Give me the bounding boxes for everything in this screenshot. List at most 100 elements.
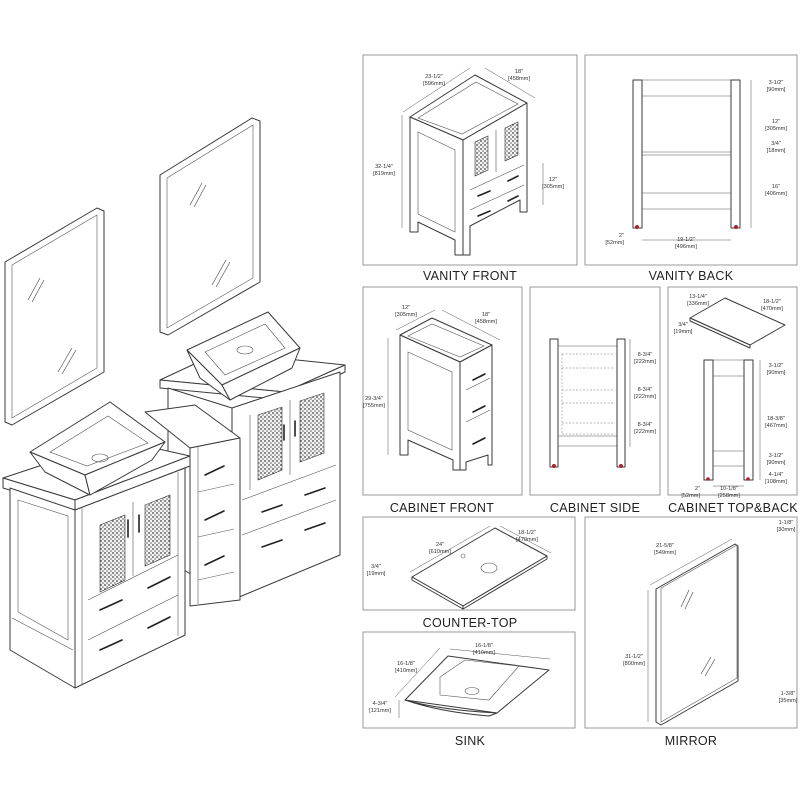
dimension-millimeters: [222mm] [634,359,656,365]
dimension-inches: 1-1/8" [779,520,794,526]
dimension-inches: 31-1/2" [625,654,643,660]
caption-mirror: MIRROR [665,734,718,748]
dimension-inches: 10-1/8" [720,486,738,492]
dimension-label: 10-1/8"[258mm] [718,486,740,499]
dimension-label: 18"[458mm] [475,312,497,325]
dimension-millimeters: [336mm] [687,301,709,307]
dimension-inches: 8-3/4" [638,352,653,358]
dimension-label: 18"[458mm] [508,69,530,82]
dimension-inches: 8-3/4" [638,387,653,393]
dimension-label: 12"[305mm] [542,177,564,190]
dimension-label: 31-1/2"[800mm] [623,654,645,667]
dimension-label: 32-1/4"[819mm] [373,164,395,177]
dimension-millimeters: [596mm] [423,81,445,87]
dimension-inches: 3-1/2" [769,80,784,86]
panel-cabinet-front [362,286,523,496]
dimension-millimeters: [52mm] [681,493,700,499]
panel-mirror [584,516,798,729]
dimension-label: 2"[52mm] [681,486,700,499]
dimension-millimeters: [18mm] [767,148,786,154]
dimension-inches: 18-1/2" [763,299,781,305]
left-vanity [2,401,191,689]
dimension-millimeters: [90mm] [767,370,786,376]
dimension-millimeters: [406mm] [765,191,787,197]
dimension-inches: 8-3/4" [638,422,653,428]
dimension-label: 23-1/2"[596mm] [423,74,445,87]
dimension-label: 13-1/4"[336mm] [687,294,709,307]
right-mirror [159,117,261,336]
dimension-label: 3-1/2"[90mm] [767,80,786,93]
dimension-label: 21-5/8"[549mm] [654,543,676,556]
panel-cabinet-side [529,286,661,496]
dimension-millimeters: [467mm] [765,423,787,429]
caption-cabinet-side: CABINET SIDE [550,501,640,515]
dimension-millimeters: [305mm] [542,184,564,190]
dimension-inches: 12" [402,305,410,311]
dimension-millimeters: [819mm] [373,171,395,177]
dimension-millimeters: [549mm] [654,550,676,556]
dimension-millimeters: [410mm] [473,650,495,656]
dimension-millimeters: [108mm] [765,479,787,485]
panel-vanity-back [584,54,798,266]
caption-vanity-front: VANITY FRONT [423,269,517,283]
dimension-millimeters: [496mm] [675,244,697,250]
dimension-millimeters: [305mm] [765,126,787,132]
dimension-inches: 12" [549,177,557,183]
caption-counter-top: COUNTER-TOP [423,616,518,630]
dimension-millimeters: [222mm] [634,429,656,435]
dimension-label: 8-3/4"[222mm] [634,352,656,365]
dimension-inches: 3/4" [678,322,688,328]
dimension-inches: 12" [772,119,780,125]
panel-sink [362,631,576,729]
dimension-label: 12"[305mm] [765,119,787,132]
dimension-millimeters: [19mm] [367,571,386,577]
dimension-inches: 29-3/4" [365,396,383,402]
dimension-millimeters: [470mm] [761,306,783,312]
dimension-inches: 3/4" [371,564,381,570]
dimension-inches: 2" [695,486,700,492]
dimension-inches: 23-1/2" [425,74,443,80]
dimension-millimeters: [410mm] [395,668,417,674]
dimension-label: 18-3/8"[467mm] [765,416,787,429]
caption-cabinet-top-back: CABINET TOP&BACK [668,501,798,515]
dimension-millimeters: [19mm] [674,329,693,335]
dimension-inches: 13-1/4" [689,294,707,300]
left-mirror [4,207,105,426]
dimension-label: 16-1/8"[410mm] [473,643,495,656]
assembled-vanity-set-illustration [2,117,346,689]
dimension-label: 16"[406mm] [765,184,787,197]
dimension-inches: 19-1/2" [677,237,695,243]
dimension-label: 3-1/2"[90mm] [767,453,786,466]
dimension-millimeters: [90mm] [767,87,786,93]
dimension-label: 4-1/4"[108mm] [765,472,787,485]
dimension-millimeters: [35mm] [779,698,798,704]
dimension-label: 3/4"[19mm] [367,564,386,577]
panel-counter-top [362,516,576,611]
dimension-inches: 4-3/4" [373,701,388,707]
dimension-inches: 3-1/2" [769,363,784,369]
dimension-millimeters: [458mm] [508,76,530,82]
dimension-inches: 3/4" [771,141,781,147]
dimension-label: 16-1/8"[410mm] [395,661,417,674]
dimension-millimeters: [800mm] [623,661,645,667]
dimension-label: 2"[52mm] [605,233,624,246]
side-cabinet [144,404,241,607]
dimension-millimeters: [470mm] [516,537,538,543]
dimension-inches: 21-5/8" [656,543,674,549]
dimension-millimeters: [610mm] [429,549,451,555]
dimension-label: 3-1/2"[90mm] [767,363,786,376]
dimension-inches: 16-1/8" [475,643,493,649]
dimension-inches: 18-1/2" [518,530,536,536]
dimension-inches: 3-1/2" [769,453,784,459]
dimension-inches: 16-1/8" [397,661,415,667]
dimension-label: 1-3/8"[35mm] [779,691,798,704]
dimension-inches: 18" [482,312,490,318]
dimension-label: 24"[610mm] [429,542,451,555]
dimension-label: 4-3/4"[121mm] [369,701,391,714]
dimension-label: 8-3/4"[222mm] [634,387,656,400]
dimension-label: 3/4"[18mm] [767,141,786,154]
dimension-label: 1-1/8"[30mm] [777,520,796,533]
dimension-millimeters: [90mm] [767,460,786,466]
dimension-millimeters: [458mm] [475,319,497,325]
